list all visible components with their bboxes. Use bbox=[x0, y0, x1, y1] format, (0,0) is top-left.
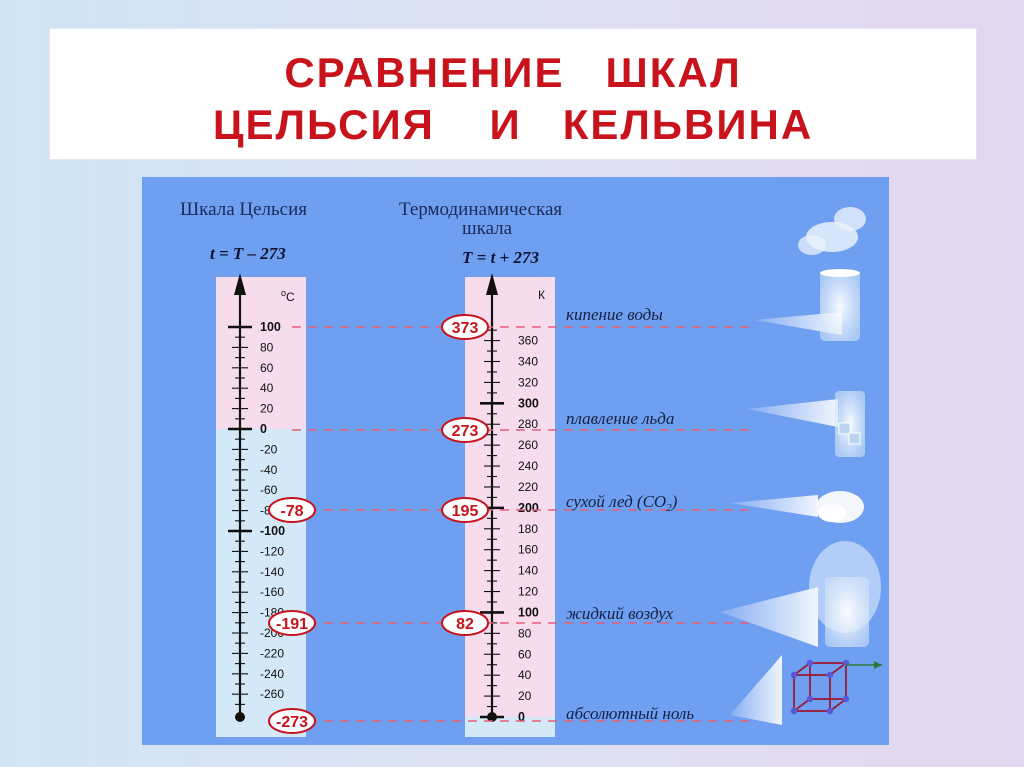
beam-liquid-air bbox=[720, 587, 818, 647]
celsius-tick-label: -60 bbox=[260, 483, 278, 497]
kelvin-badge-value: 373 bbox=[452, 320, 479, 337]
celsius-tick-label: -260 bbox=[260, 687, 284, 701]
kelvin-base-zone bbox=[465, 717, 555, 737]
kelvin-scale-header-2: шкала bbox=[462, 218, 513, 239]
celsius-axis-bulb bbox=[235, 712, 245, 722]
celsius-tick-label: -100 bbox=[260, 524, 285, 538]
event-label-ice-melting: плавление льда bbox=[566, 409, 674, 428]
celsius-tick-label: 100 bbox=[260, 320, 281, 334]
kelvin-badge bbox=[441, 314, 489, 340]
celsius-badge-value: -191 bbox=[276, 616, 308, 633]
kelvin-tick-label: 40 bbox=[518, 668, 532, 682]
celsius-tick-label: 20 bbox=[260, 402, 274, 416]
event-label-boiling: кипение воды bbox=[566, 305, 663, 324]
dry-ice-icon bbox=[816, 491, 864, 523]
kelvin-badge-value: 273 bbox=[452, 423, 479, 440]
slide-title-line2: ЦЕЛЬСИЯ И КЕЛЬВИНА bbox=[212, 101, 814, 148]
kelvin-formula: T = t + 273 bbox=[462, 248, 539, 267]
celsius-tick-label: 0 bbox=[260, 422, 267, 436]
ice-water-glass-icon bbox=[835, 391, 865, 457]
beam-dry-ice bbox=[730, 495, 818, 517]
event-label-absolute-zero: абсолютный ноль bbox=[566, 704, 694, 723]
celsius-badge-value: -78 bbox=[280, 503, 303, 520]
kelvin-tick-label: 360 bbox=[518, 334, 538, 348]
boiling-water-glass-icon bbox=[798, 207, 866, 341]
crystal-lattice-icon bbox=[790, 659, 882, 715]
kelvin-badge-value: 195 bbox=[452, 503, 479, 520]
celsius-badge bbox=[268, 610, 316, 636]
kelvin-unit: К bbox=[538, 288, 545, 302]
kelvin-tick-label: 20 bbox=[518, 689, 532, 703]
event-label-dry-ice: сухой лед (CO2) bbox=[566, 492, 678, 514]
title-box: СРАВНЕНИЕ ШКАЛ ЦЕЛЬСИЯ И КЕЛЬВИНА bbox=[49, 28, 977, 160]
kelvin-tick-label: 60 bbox=[518, 647, 532, 661]
kelvin-tick-label: 280 bbox=[518, 417, 538, 431]
celsius-badge bbox=[268, 708, 316, 734]
celsius-tick-label: -240 bbox=[260, 667, 284, 681]
liquid-air-glass-icon bbox=[809, 541, 881, 647]
kelvin-tick-label: 0 bbox=[518, 710, 525, 724]
kelvin-tick-label: 340 bbox=[518, 355, 538, 369]
kelvin-tick-label: 180 bbox=[518, 522, 538, 536]
kelvin-tick-label: 120 bbox=[518, 585, 538, 599]
kelvin-badge-value: 82 bbox=[456, 616, 474, 633]
beam-absolute-zero bbox=[730, 655, 782, 725]
value-badges: 373 273 -78 195 -191 82 -273 bbox=[268, 314, 489, 734]
celsius-tick-label: 40 bbox=[260, 381, 274, 395]
celsius-tick-label: -40 bbox=[260, 463, 278, 477]
light-beams bbox=[720, 312, 842, 725]
kelvin-tick-label: 260 bbox=[518, 438, 538, 452]
kelvin-tick-label: 300 bbox=[518, 396, 539, 410]
kelvin-badge bbox=[441, 417, 489, 443]
event-label-liquid-air: жидкий воздух bbox=[566, 604, 674, 623]
celsius-unit: oC bbox=[281, 288, 295, 304]
celsius-formula: t = T – 273 bbox=[210, 244, 286, 263]
comparison-diagram: Шкала Цельсия t = T – 273 Термодинамичес… bbox=[180, 199, 882, 737]
beam-ice bbox=[747, 399, 838, 427]
kelvin-scale-header-1: Термодинамическая bbox=[399, 199, 562, 220]
celsius-axis-arrow bbox=[234, 273, 246, 295]
celsius-tick-label: 60 bbox=[260, 361, 274, 375]
kelvin-thermometer bbox=[465, 277, 555, 737]
kelvin-tick-label: 160 bbox=[518, 543, 538, 557]
kelvin-tick-label: 320 bbox=[518, 375, 538, 389]
kelvin-badge bbox=[441, 497, 489, 523]
celsius-warm-zone bbox=[216, 277, 306, 429]
celsius-thermometer bbox=[216, 277, 306, 737]
celsius-scale-header: Шкала Цельсия bbox=[180, 199, 307, 220]
celsius-tick-label: -20 bbox=[260, 442, 278, 456]
kelvin-tick-label: 220 bbox=[518, 480, 538, 494]
kelvin-tick-label: 100 bbox=[518, 605, 539, 619]
celsius-tick-label: -220 bbox=[260, 646, 284, 660]
kelvin-badge bbox=[441, 610, 489, 636]
kelvin-ticks: 3603403203002802602402202001801601401201… bbox=[480, 329, 539, 724]
celsius-tick-label: -120 bbox=[260, 544, 284, 558]
kelvin-body bbox=[465, 277, 555, 717]
celsius-badge-value: -273 bbox=[276, 714, 308, 731]
kelvin-tick-label: 80 bbox=[518, 626, 532, 640]
kelvin-axis-arrow bbox=[486, 273, 498, 295]
kelvin-tick-label: 140 bbox=[518, 564, 538, 578]
slide-title-line1: СРАВНЕНИЕ ШКАЛ bbox=[284, 49, 742, 96]
connector-lines bbox=[292, 326, 754, 722]
celsius-cold-zone bbox=[216, 429, 306, 737]
celsius-tick-label: -140 bbox=[260, 565, 284, 579]
celsius-badge bbox=[268, 497, 316, 523]
celsius-tick-label: 80 bbox=[260, 340, 274, 354]
comparison-panel: Шкала Цельсия t = T – 273 Термодинамичес… bbox=[142, 177, 889, 745]
celsius-tick-label: -160 bbox=[260, 585, 284, 599]
kelvin-tick-label: 240 bbox=[518, 459, 538, 473]
kelvin-tick-label: 200 bbox=[518, 501, 539, 515]
